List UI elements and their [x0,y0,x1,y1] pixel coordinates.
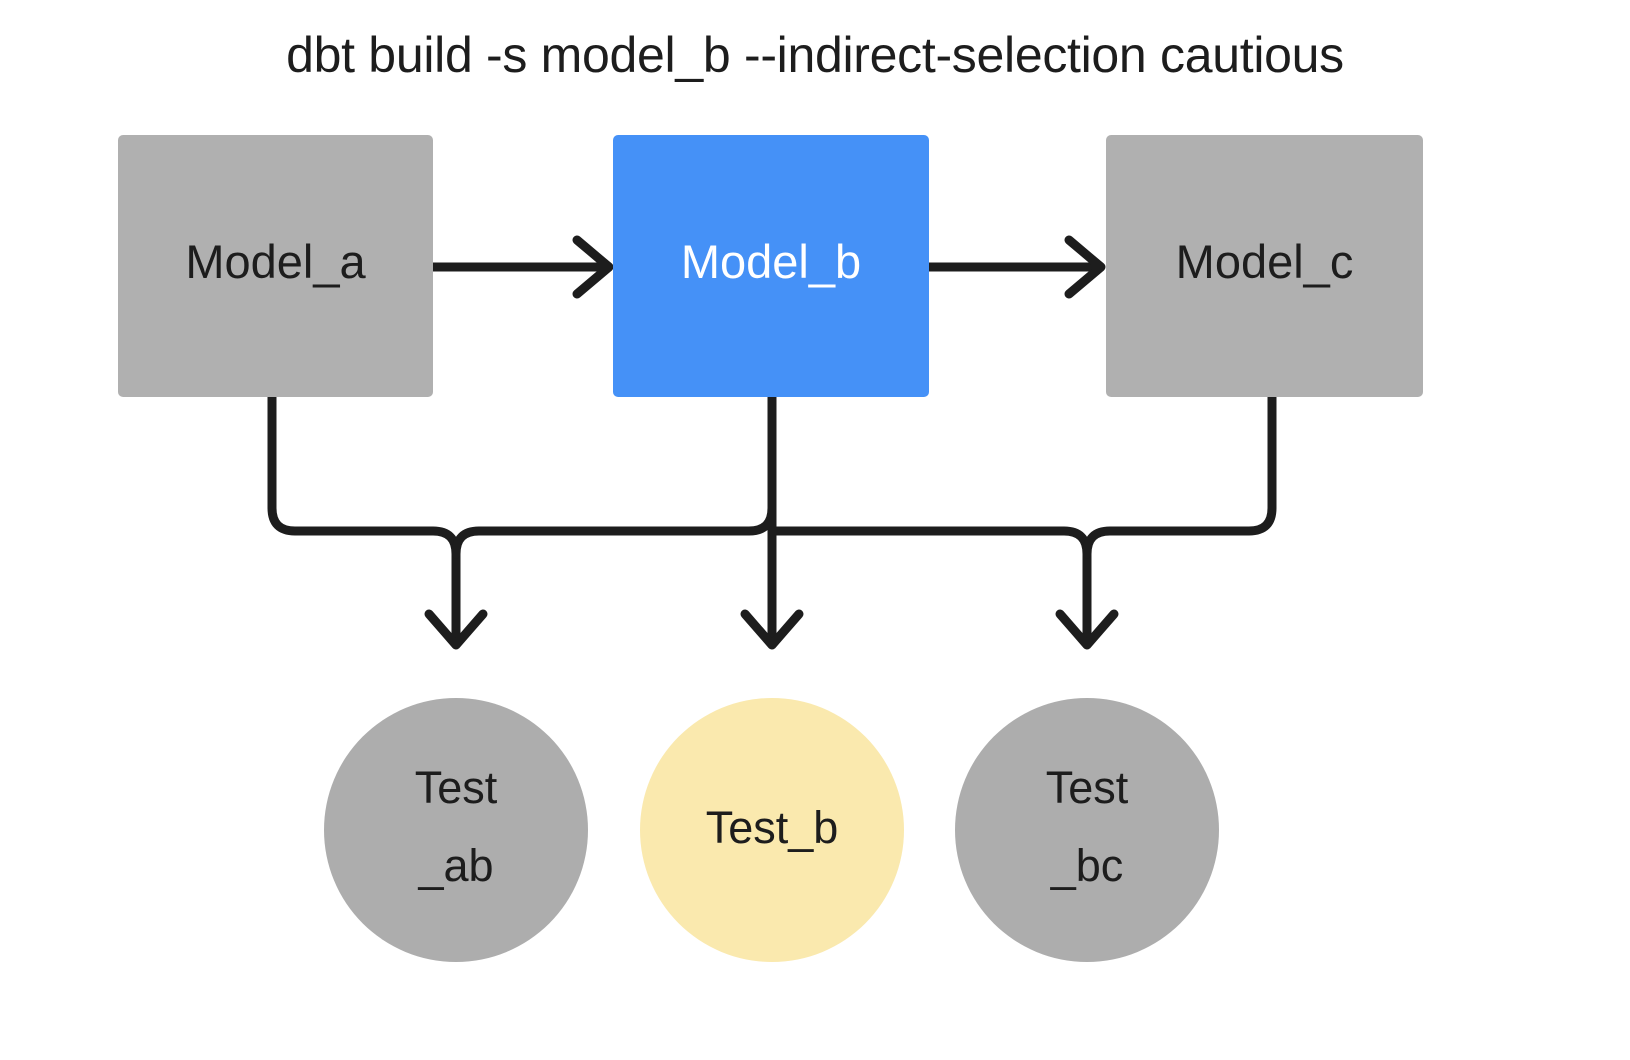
node-test-b-label: Test_b [705,802,839,853]
node-model-b-label: Model_b [680,235,862,288]
node-model-b[interactable]: Model_b [613,135,929,397]
edge-model-b-to-test-ab [451,392,777,559]
node-test-ab[interactable]: Test _ab [324,698,588,962]
node-model-a[interactable]: Model_a [118,135,433,397]
node-model-c[interactable]: Model_c [1106,135,1423,397]
edge-model-b-to-test-bc [767,526,1119,650]
edge-model-a-to-model-b [428,235,614,299]
node-test-ab-label: Test _ab [414,762,498,891]
node-test-b[interactable]: Test_b [640,698,904,962]
edge-model-a-to-test-ab [267,392,488,650]
edge-model-b-to-test-b [740,392,804,650]
edge-model-b-to-model-c [924,235,1106,299]
diagram-title: dbt build -s model_b --indirect-selectio… [286,27,1344,83]
node-model-a-label: Model_a [185,235,366,288]
node-test-bc[interactable]: Test _bc [955,698,1219,962]
node-test-bc-label: Test _bc [1045,762,1129,891]
edge-model-c-to-test-bc [1082,392,1277,559]
node-model-c-label: Model_c [1175,235,1354,288]
